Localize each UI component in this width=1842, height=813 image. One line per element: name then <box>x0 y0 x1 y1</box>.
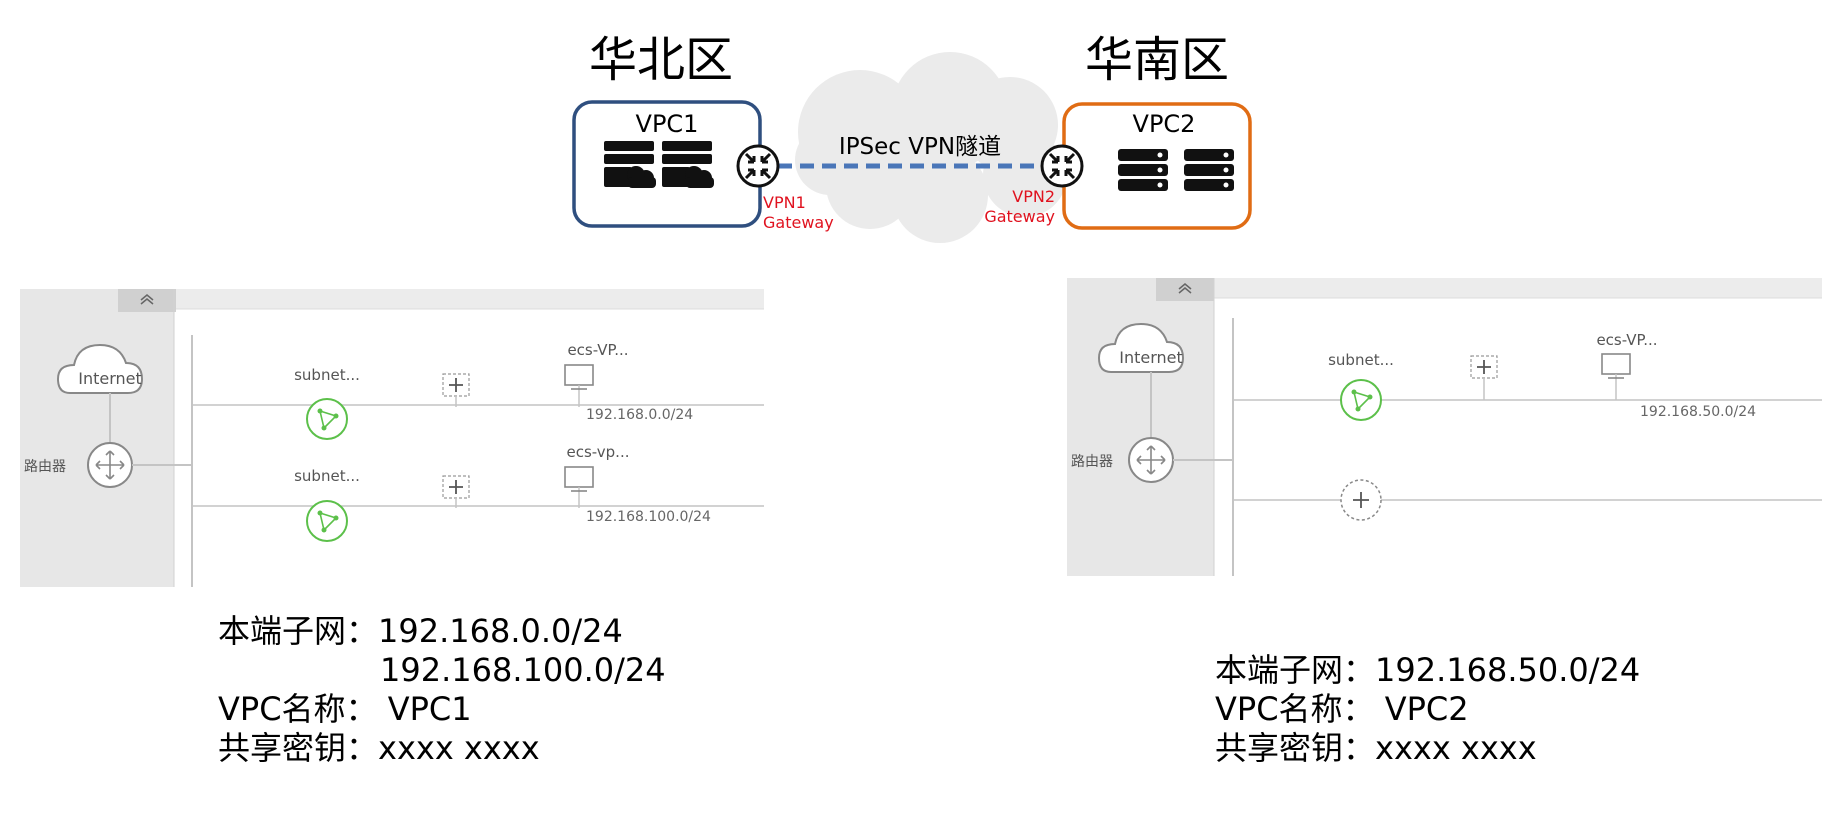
add-subnet-icon[interactable] <box>1340 479 1382 521</box>
cloud-server-icon <box>604 141 656 188</box>
vpn2-gateway-label-line1: VPN2 <box>1012 187 1055 206</box>
left-topology-panel: Internet 路由器 subnet... ecs-VP... 192.168… <box>20 285 764 587</box>
subnet-label: subnet... <box>1328 351 1394 369</box>
region-north-title: 华北区 <box>589 32 734 88</box>
monitor-icon[interactable] <box>1601 353 1631 400</box>
tunnel-label: IPSec VPN隧道 <box>839 134 1001 160</box>
left-info-line1: 本端子网：192.168.0.0/24 <box>218 612 623 650</box>
right-info-line3: 共享密钥：xxxx xxxx <box>1215 729 1537 767</box>
vpn-topology-diagram: VPC1 VPC2 IPSec VPN隧道 VPN1 Gateway VPN2 … <box>572 52 1252 243</box>
add-icon[interactable] <box>442 373 470 407</box>
vpc2-label: VPC2 <box>1133 110 1196 138</box>
vpn1-gateway-label-line1: VPN1 <box>763 193 806 212</box>
internet-label: Internet <box>78 369 142 388</box>
add-icon[interactable] <box>442 475 470 508</box>
cidr-label: 192.168.0.0/24 <box>586 407 693 423</box>
region-south-title: 华南区 <box>1085 32 1230 88</box>
right-info-line2: VPC名称： VPC2 <box>1215 690 1469 728</box>
vpn2-gateway-label-line2: Gateway <box>984 207 1055 226</box>
cidr-label: 192.168.50.0/24 <box>1640 404 1756 420</box>
cloud-shape <box>795 52 1067 243</box>
internet-cloud-icon[interactable] <box>1097 322 1185 373</box>
vpn2-gateway-icon[interactable] <box>1040 144 1084 188</box>
router-label: 路由器 <box>24 459 66 475</box>
left-info-line2: 192.168.100.0/24 <box>380 651 666 689</box>
subnet-label: subnet... <box>294 366 360 384</box>
right-top-strip <box>1214 278 1822 298</box>
collapse-button[interactable] <box>118 289 176 312</box>
subnet-icon[interactable] <box>1340 379 1382 421</box>
right-sidebar-area <box>1067 278 1214 576</box>
router-label: 路由器 <box>1071 454 1113 470</box>
monitor-icon[interactable] <box>564 364 594 407</box>
internet-label: Internet <box>1119 348 1183 367</box>
right-info-line1: 本端子网：192.168.50.0/24 <box>1215 651 1641 689</box>
left-info-line3: VPC名称： VPC1 <box>218 690 472 728</box>
add-icon[interactable] <box>1470 355 1498 400</box>
left-sidebar-area <box>20 289 174 587</box>
subnet-icon[interactable] <box>306 398 348 440</box>
internet-cloud-icon[interactable] <box>56 343 144 394</box>
router-icon[interactable] <box>1128 437 1174 483</box>
collapse-button[interactable] <box>1156 278 1214 301</box>
ecs-label: ecs-VP... <box>1596 331 1657 349</box>
vpn1-gateway-icon[interactable] <box>736 144 780 188</box>
router-icon[interactable] <box>87 442 133 488</box>
vpc1-label: VPC1 <box>636 110 699 138</box>
left-info-line4: 共享密钥：xxxx xxxx <box>218 729 540 767</box>
cidr-label: 192.168.100.0/24 <box>586 509 711 525</box>
subnet-icon[interactable] <box>306 500 348 542</box>
cloud-server-icon <box>662 141 714 188</box>
ecs-label: ecs-VP... <box>567 341 628 359</box>
subnet-label: subnet... <box>294 467 360 485</box>
server-stack-icon <box>1118 149 1168 191</box>
vpn1-gateway-label-line2: Gateway <box>763 213 834 232</box>
server-stack-icon <box>1184 149 1234 191</box>
right-topology-panel: Internet 路由器 subnet... ecs-VP... 192.168… <box>1067 274 1822 576</box>
ecs-label: ecs-vp... <box>566 443 629 461</box>
monitor-icon[interactable] <box>564 466 594 508</box>
left-top-strip <box>174 289 764 309</box>
